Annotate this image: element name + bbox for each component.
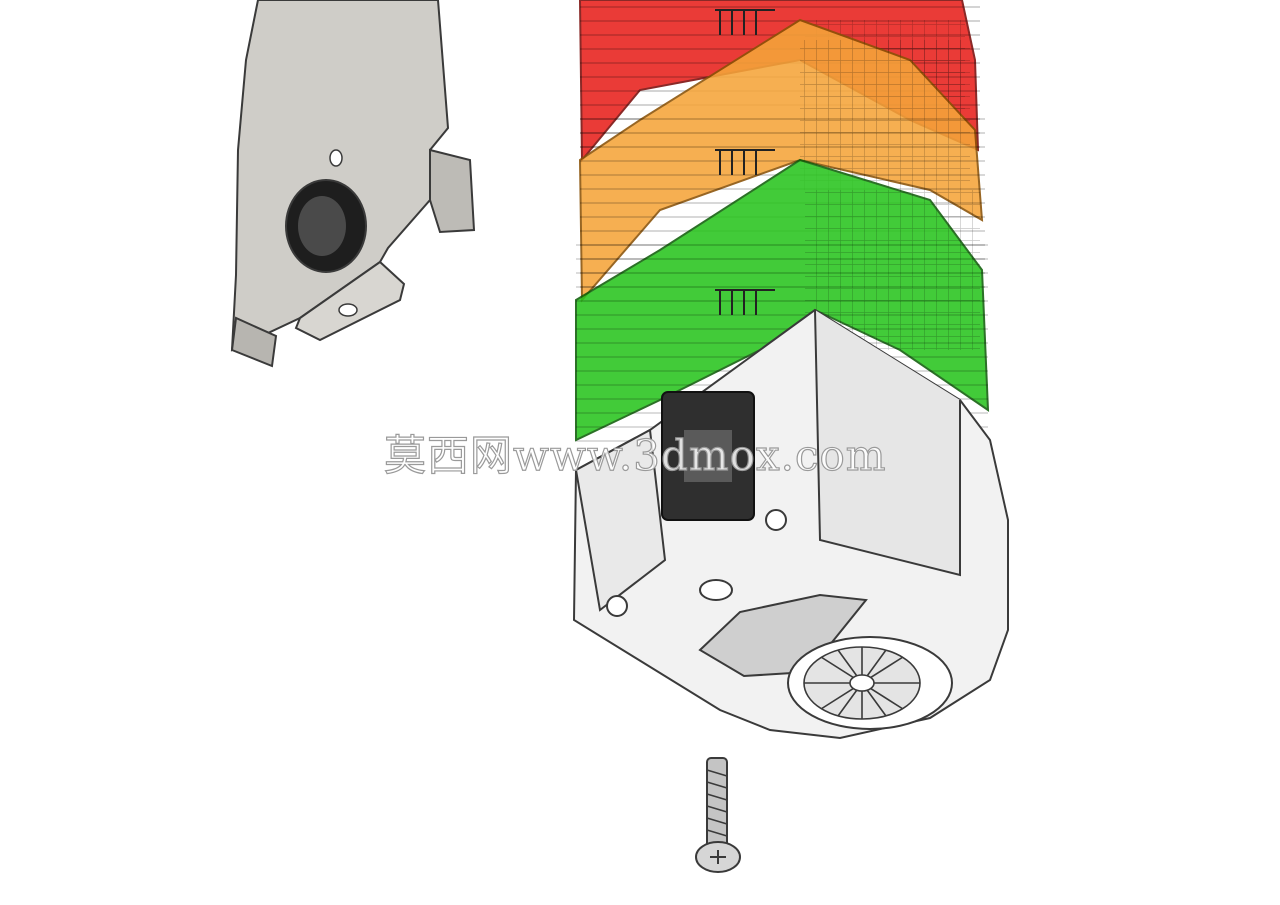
- connector-pins: [715, 9, 775, 315]
- mounting-screw: [695, 757, 741, 873]
- label-recess: [698, 593, 868, 678]
- buzzer-base-housing: [572, 308, 1009, 740]
- mounting-bracket: [230, 0, 476, 368]
- watermark-text: 莫西网www.3dmox.com: [383, 430, 887, 480]
- buzzer-grille-icon: [787, 636, 953, 730]
